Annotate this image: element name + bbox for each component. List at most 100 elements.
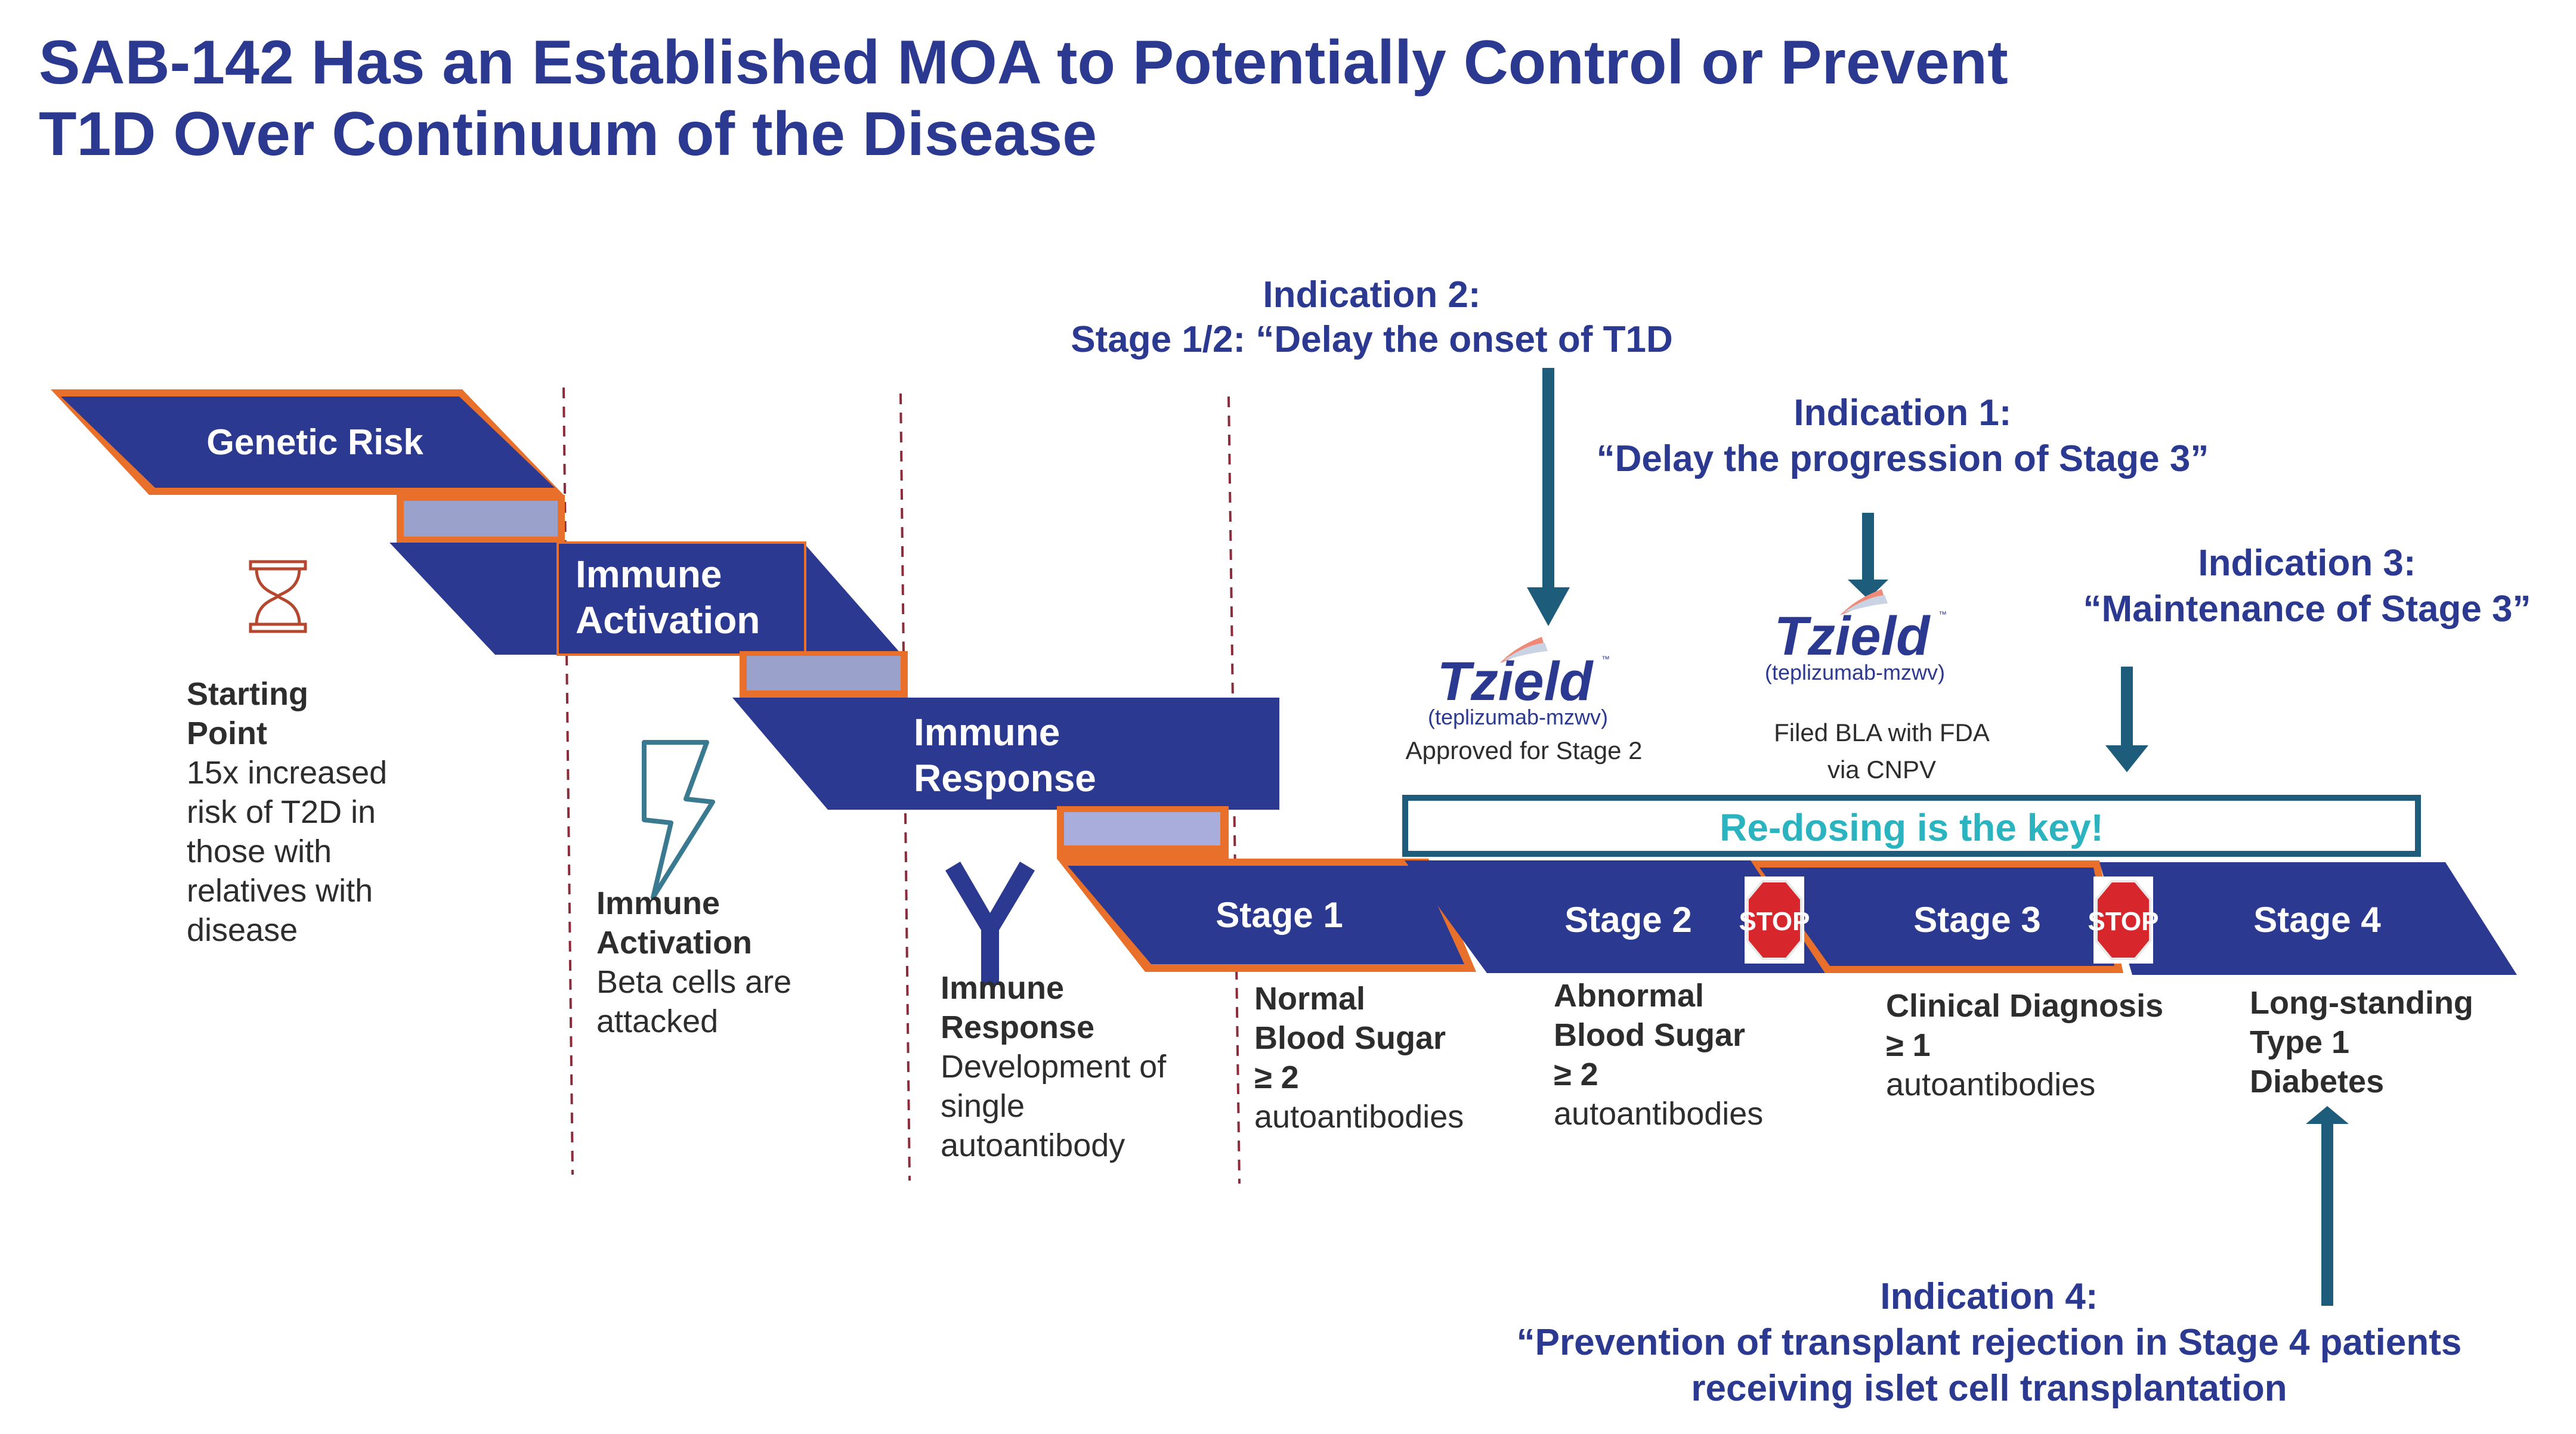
column-body: disease: [187, 912, 298, 948]
column-dividers: [562, 387, 1241, 1184]
stage-desc-bold: Normal: [1254, 981, 1365, 1017]
indication-heading: Indication 3:: [2198, 543, 2416, 584]
tzield-note: via CNPV: [1827, 755, 1936, 783]
indication-2: Indication 2: Stage 1/2: “Delay the onse…: [1071, 274, 1672, 360]
connector-2: [740, 651, 908, 698]
page-title-line2: T1D Over Continuum of the Disease: [39, 100, 1097, 169]
hourglass-icon: [249, 560, 307, 633]
stop-sign-label: STOP: [1739, 907, 1810, 936]
column-body: autoantibody: [941, 1128, 1125, 1163]
stage-desc-bold: Abnormal: [1554, 978, 1704, 1014]
trademark: ™: [1938, 609, 1947, 619]
column-heading: Response: [941, 1009, 1094, 1045]
indication-heading: Indication 2:: [1263, 274, 1480, 315]
column-body: single: [941, 1088, 1025, 1124]
tzield-logo-approved: Tzield ™ (teplizumab-mzwv) Approved for …: [1406, 637, 1643, 764]
stop-sign-label: STOP: [2088, 907, 2158, 936]
stage-desc-bold: Blood Sugar: [1554, 1017, 1745, 1053]
stop-sign-1: STOP: [1739, 876, 1810, 964]
column-body: Development of: [941, 1049, 1167, 1085]
stage-desc-bold: Type 1: [2250, 1024, 2349, 1060]
antibody-icon: [945, 862, 1035, 985]
redosing-label: Re-dosing is the key!: [1720, 806, 2104, 849]
page-title-line1: SAB-142 Has an Established MOA to Potent…: [39, 28, 2008, 97]
column-heading: Immune: [596, 885, 720, 921]
column-immune-response: Immune Response Development of single au…: [941, 970, 1167, 1163]
phase-immune-response: Immune Response: [732, 698, 1279, 810]
indication-text: “Maintenance of Stage 3”: [2083, 589, 2531, 630]
tzield-generic: (teplizumab-mzwv): [1428, 705, 1608, 729]
stage-desc-bold: Diabetes: [2250, 1064, 2384, 1099]
column-body: relatives with: [187, 873, 373, 909]
stage-2-description: Abnormal Blood Sugar ≥ 2 autoantibodies: [1554, 978, 1763, 1132]
indication-heading: Indication 4:: [1880, 1276, 2098, 1317]
divider-1: [562, 387, 574, 1175]
phase-label-line1: Immune: [914, 711, 1060, 754]
stage-desc-bold: Blood Sugar: [1254, 1020, 1446, 1056]
stage-desc-bold: Long-standing: [2250, 985, 2473, 1021]
indication-1: Indication 1: “Delay the progression of …: [1597, 392, 2209, 479]
stage-desc-bold: Clinical Diagnosis: [1886, 988, 2163, 1024]
arrow-down-icon: [1527, 368, 1570, 626]
stage-desc: autoantibodies: [1886, 1067, 2095, 1102]
column-heading: Point: [187, 716, 267, 751]
column-starting-point: Starting Point 15x increased risk of T2D…: [187, 676, 387, 948]
phase-label-line2: Activation: [576, 599, 760, 642]
redosing-banner: Re-dosing is the key!: [1402, 795, 2421, 857]
indication-text: “Delay the progression of Stage 3”: [1597, 438, 2209, 479]
tzield-note: Filed BLA with FDA: [1774, 718, 1990, 747]
connector-3: [1057, 806, 1229, 859]
column-body: Beta cells are: [596, 964, 791, 1000]
stage-desc: autoantibodies: [1554, 1096, 1763, 1132]
column-heading: Starting: [187, 676, 308, 712]
stage-1-description: Normal Blood Sugar ≥ 2 autoantibodies: [1254, 981, 1464, 1135]
stage-1-band: Stage 1: [1057, 859, 1476, 972]
tzield-brand: Tzield: [1437, 651, 1594, 712]
phase-genetic-risk: Genetic Risk: [51, 389, 564, 495]
column-heading: Immune: [941, 970, 1064, 1006]
indication-3: Indication 3: “Maintenance of Stage 3”: [2083, 543, 2531, 630]
column-body: 15x increased: [187, 755, 387, 791]
lightning-icon: [642, 740, 715, 900]
column-heading: Activation: [596, 925, 752, 961]
phase-immune-activation: Immune Activation: [389, 541, 902, 656]
stop-sign-2: STOP: [2088, 876, 2159, 964]
indication-4: Indication 4: “Prevention of transplant …: [1517, 1276, 2462, 1409]
stage-4-band: Stage 4: [2099, 862, 2517, 975]
stage-desc-bold: ≥ 1: [1886, 1027, 1931, 1063]
trademark: ™: [1601, 654, 1610, 664]
column-body: attacked: [596, 1004, 718, 1039]
phase-label-line2: Response: [914, 757, 1096, 800]
stage-3-description: Clinical Diagnosis ≥ 1 autoantibodies: [1886, 988, 2163, 1102]
tzield-logo-filed: Tzield ™ (teplizumab-mzwv) Filed BLA wit…: [1765, 589, 1990, 783]
stage-label: Stage 3: [1913, 900, 2040, 940]
stage-label: Stage 4: [2253, 900, 2381, 940]
arrow-down-icon: [2105, 667, 2148, 772]
phase-label-line1: Immune: [576, 553, 722, 596]
column-immune-activation: Immune Activation Beta cells are attacke…: [596, 885, 791, 1039]
divider-2: [899, 393, 911, 1181]
tzield-note: Approved for Stage 2: [1406, 736, 1643, 764]
stage-4-description: Long-standing Type 1 Diabetes: [2250, 985, 2473, 1099]
phase-label: Genetic Risk: [206, 422, 423, 462]
indication-text: receiving islet cell transplantation: [1691, 1368, 2287, 1409]
stage-2-band: Stage 2: [1405, 860, 1825, 973]
indication-heading: Indication 1:: [1793, 392, 2011, 433]
stage-label: Stage 1: [1216, 895, 1343, 935]
stage-3-band: Stage 3: [1751, 860, 2123, 973]
column-body: those with: [187, 834, 332, 869]
divider-3: [1227, 396, 1241, 1184]
indication-text: Stage 1/2: “Delay the onset of T1D: [1071, 319, 1672, 360]
indication-text: “Prevention of transplant rejection in S…: [1517, 1322, 2462, 1363]
arrow-down-icon: [1848, 513, 1888, 599]
connector-1: [397, 495, 565, 544]
column-body: risk of T2D in: [187, 794, 376, 830]
stage-desc-bold: ≥ 2: [1254, 1060, 1299, 1095]
tzield-generic: (teplizumab-mzwv): [1765, 660, 1945, 685]
stage-label: Stage 2: [1564, 900, 1691, 940]
tzield-brand: Tzield: [1774, 606, 1931, 667]
stage-desc: autoantibodies: [1254, 1099, 1464, 1135]
stage-desc-bold: ≥ 2: [1554, 1057, 1598, 1092]
arrow-up-icon: [2306, 1106, 2349, 1306]
